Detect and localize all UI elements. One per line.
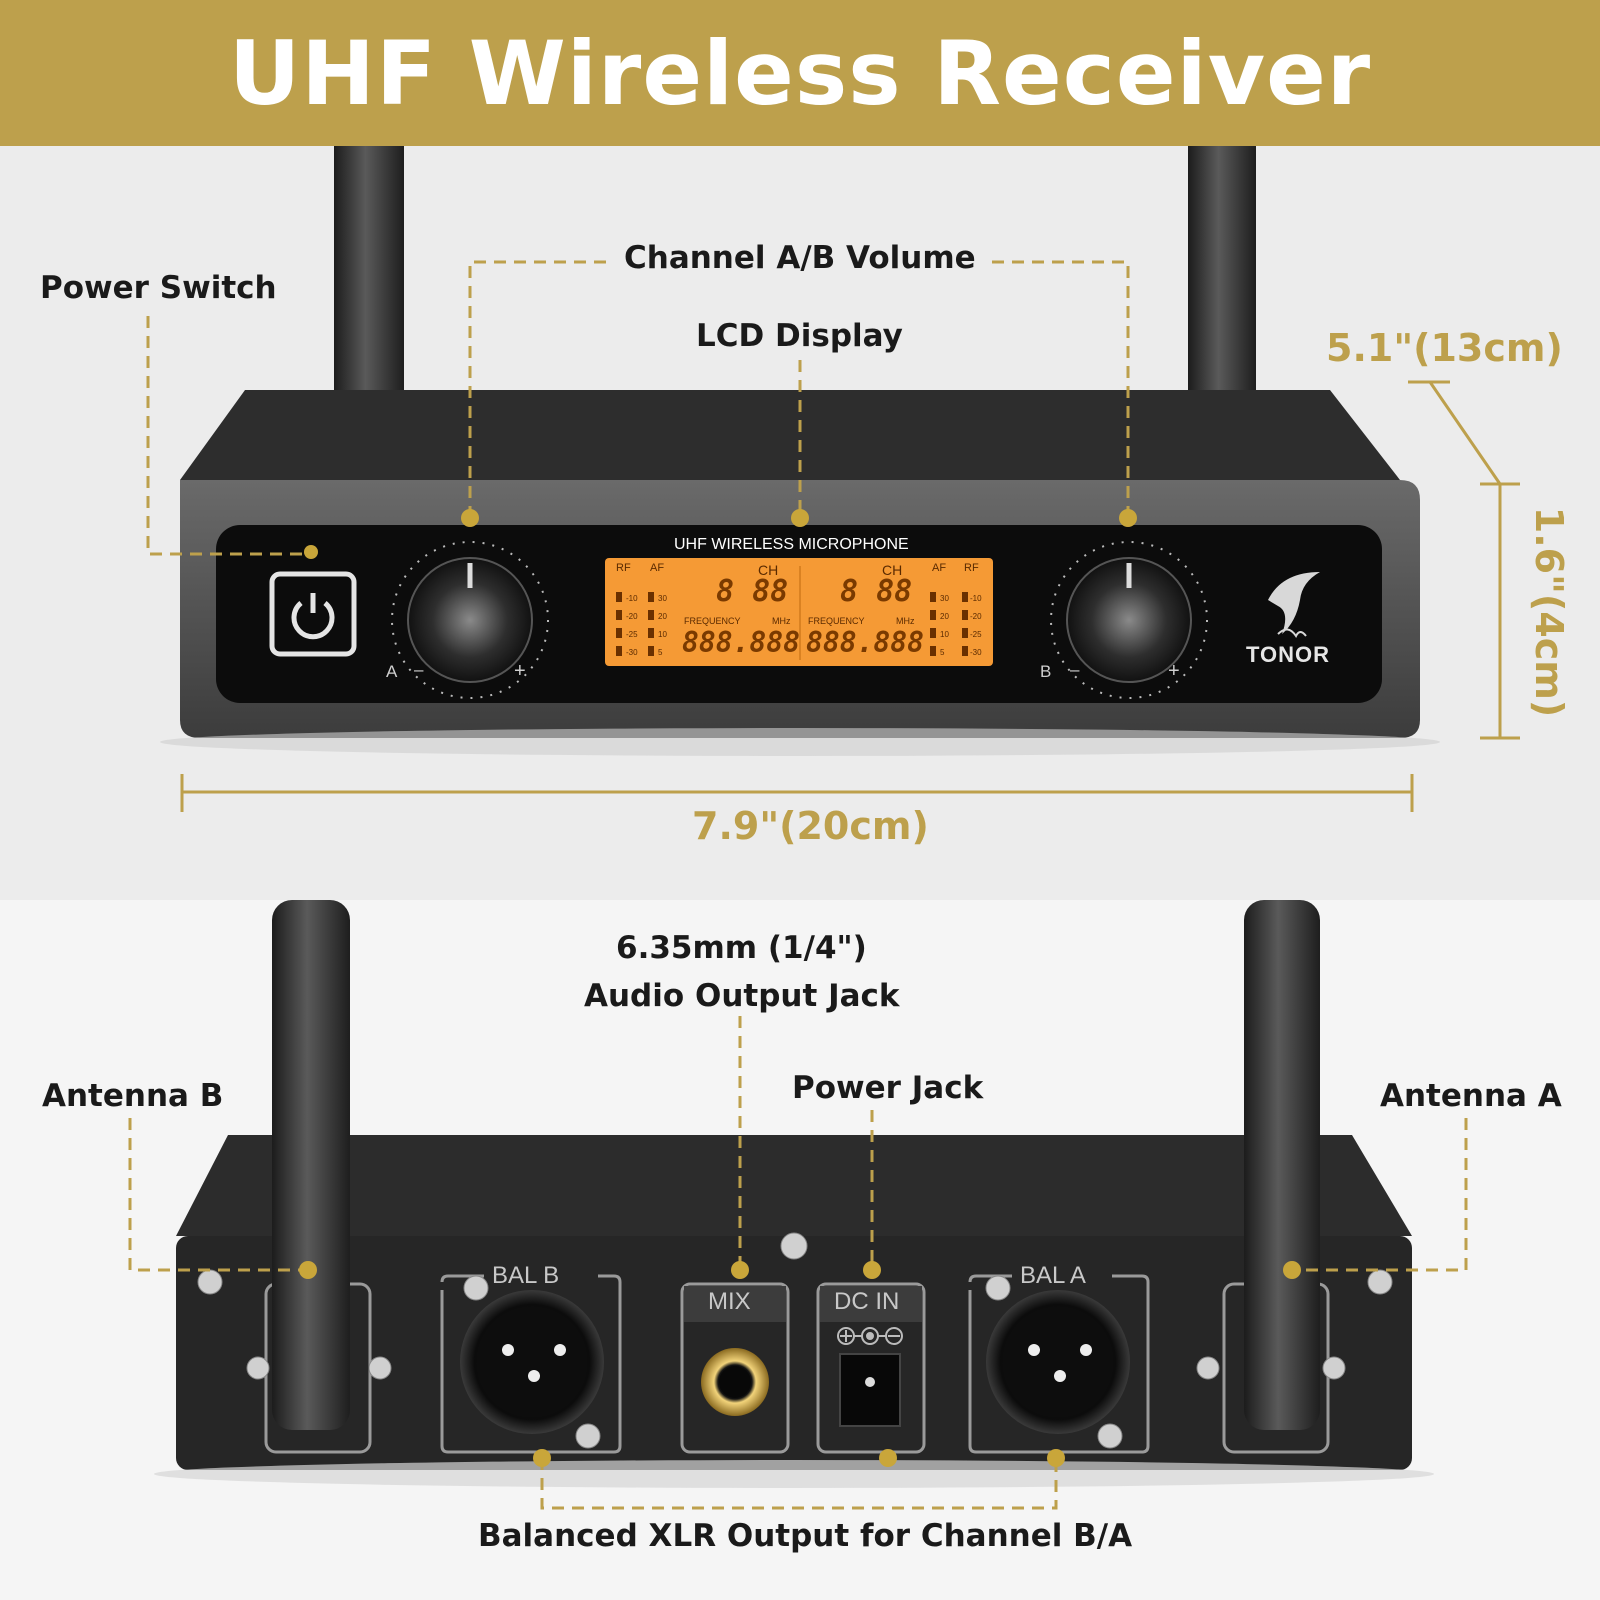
- lcd-frequency-digits-b: 888.888: [806, 626, 925, 659]
- lcd-meter-rf-left-3: -30: [626, 648, 638, 657]
- antenna-a: [1244, 900, 1320, 1430]
- port-label-bal-a: BAL A: [1020, 1262, 1086, 1289]
- label-antenna-a: Antenna A: [1380, 1078, 1562, 1114]
- lcd-display-screen: [605, 558, 993, 666]
- port-label-mix: MIX: [708, 1288, 751, 1315]
- banner-title: UHF Wireless Receiver: [228, 21, 1372, 125]
- lcd-meter-af-right-0: 30: [940, 594, 949, 603]
- knob-b-plus: +: [1168, 660, 1180, 682]
- port-label-bal-b: BAL B: [492, 1262, 560, 1289]
- lcd-meter-af-left-3: 5: [658, 648, 663, 657]
- dc-in-power-jack[interactable]: [816, 1282, 926, 1454]
- banner: UHF Wireless Receiver: [0, 0, 1600, 146]
- lcd-meter-rf-right-0: -10: [970, 594, 982, 603]
- dimension-lines-front: [180, 380, 1520, 812]
- knob-b-minus: –: [1070, 660, 1080, 679]
- lcd-af-label-right: AF: [932, 562, 947, 574]
- lcd-frequency-label-a: FREQUENCY: [684, 616, 741, 626]
- label-power-jack: Power Jack: [792, 1070, 984, 1106]
- lcd-meter-af-right-3: 5: [940, 648, 945, 657]
- tonor-logo-icon: [1268, 572, 1320, 638]
- antenna-front-left: [334, 146, 404, 396]
- screws: [197, 1232, 1393, 1449]
- lcd-meter-rf-right-1: -20: [970, 612, 982, 621]
- antenna-front-right: [1188, 146, 1256, 396]
- volume-knob-a[interactable]: [391, 541, 549, 699]
- lcd-frequency-digits-a: 888.888: [682, 626, 801, 659]
- label-antenna-b: Antenna B: [42, 1078, 224, 1114]
- lcd-meter-af-right-2: 10: [940, 630, 949, 639]
- lcd-rf-label-right: RF: [964, 562, 979, 574]
- lcd-title: UHF WIRELESS MICROPHONE: [674, 536, 909, 553]
- antenna-b: [272, 900, 350, 1430]
- lcd-meter-af-left-2: 10: [658, 630, 667, 639]
- knob-a-minus: –: [414, 660, 424, 679]
- label-xlr-output: Balanced XLR Output for Channel B/A: [478, 1518, 1133, 1554]
- lcd-rf-label-left: RF: [616, 562, 631, 574]
- lcd-frequency-label-b: FREQUENCY: [808, 616, 865, 626]
- brand-name: TONOR: [1246, 642, 1331, 667]
- label-lcd-display: LCD Display: [696, 318, 903, 354]
- xlr-output-bal-a[interactable]: [968, 1274, 1150, 1454]
- lcd-meter-rf-left-0: -10: [626, 594, 638, 603]
- mix-audio-output-jack[interactable]: [680, 1282, 790, 1454]
- lcd-meter-rf-left-1: -20: [626, 612, 638, 621]
- lcd-meter-af-left-1: 20: [658, 612, 667, 621]
- callout-lines-front: [146, 260, 1130, 556]
- volume-knob-b[interactable]: [1050, 541, 1208, 699]
- knob-b-channel-label: B: [1040, 662, 1052, 681]
- knob-a-channel-label: A: [386, 662, 398, 681]
- callout-lines-back: [128, 1016, 1468, 1510]
- lcd-af-label-left: AF: [650, 562, 665, 574]
- xlr-output-bal-b[interactable]: [440, 1274, 622, 1454]
- port-label-dc-in: DC IN: [834, 1288, 900, 1315]
- knob-a-plus: +: [514, 660, 526, 682]
- power-switch-button[interactable]: [269, 571, 357, 657]
- dimension-width: 7.9"(20cm): [692, 804, 929, 848]
- lcd-meter-rf-right-2: -25: [970, 630, 982, 639]
- lcd-channel-digits-a: 8 88: [716, 574, 789, 609]
- lcd-ch-label-left: CH: [758, 562, 779, 578]
- dimension-depth: 5.1"(13cm): [1326, 326, 1563, 370]
- label-power-switch: Power Switch: [40, 270, 277, 306]
- lcd-meter-rf-left-2: -25: [626, 630, 638, 639]
- power-indicator: [304, 545, 318, 559]
- lcd-ch-label-right: CH: [882, 562, 903, 578]
- lcd-channel-digits-b: 8 88: [840, 574, 913, 609]
- lcd-mhz-label-a: MHz: [772, 616, 791, 626]
- label-audio-jack-size: 6.35mm (1/4"): [616, 930, 867, 966]
- label-audio-output-jack: Audio Output Jack: [584, 978, 900, 1014]
- label-channel-volume: Channel A/B Volume: [624, 240, 976, 276]
- lcd-meter-rf-right-3: -30: [970, 648, 982, 657]
- dimension-height: 1.6"(4cm): [1527, 506, 1572, 718]
- lcd-meter-af-left-0: 30: [658, 594, 667, 603]
- lcd-mhz-label-b: MHz: [896, 616, 915, 626]
- lcd-meter-af-right-1: 20: [940, 612, 949, 621]
